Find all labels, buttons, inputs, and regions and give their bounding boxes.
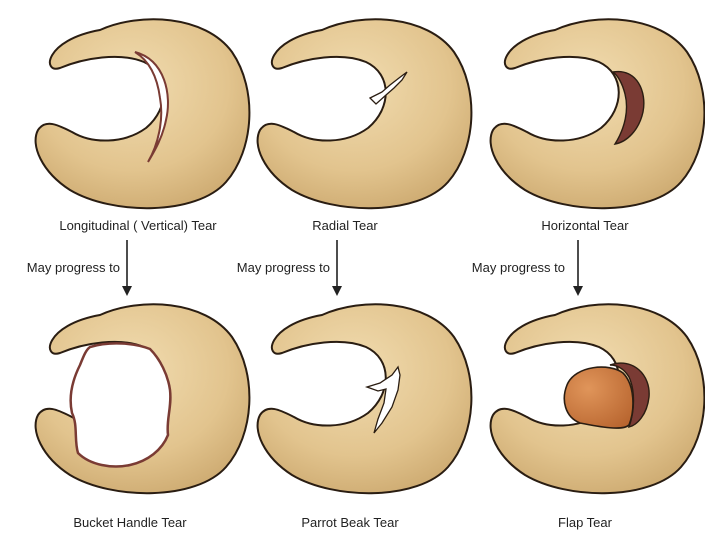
progress-label-radial: May progress to [237,260,330,275]
flap-tear-flap [563,366,634,429]
meniscus-radial-tear [256,18,473,210]
meniscus-horizontal-tear [489,18,705,210]
radial-tear-mark [368,71,408,105]
parrot-beak-tear-mark [364,365,401,434]
meniscus-bucket-handle-tear [34,303,251,495]
bottom-label-bucket-handle: Bucket Handle Tear [73,515,187,530]
bottom-label-flap: Flap Tear [558,515,613,530]
meniscus-flap-tear [489,303,705,495]
progress-label-horizontal: May progress to [472,260,565,275]
flap-tear-base [609,362,650,428]
horizontal-tear-mark [611,70,645,145]
bottom-label-parrot-beak: Parrot Beak Tear [301,515,399,530]
top-label-longitudinal: Longitudinal ( Vertical) Tear [59,218,217,233]
meniscus-longitudinal-tear [34,18,251,210]
progress-arrow-radial [332,240,342,296]
top-label-horizontal: Horizontal Tear [541,218,629,233]
longitudinal-tear-mark [134,51,169,163]
progress-arrow-horizontal [573,240,583,296]
bucket-handle-tear-mark [69,342,172,468]
progress-label-longitudinal: May progress to [27,260,120,275]
top-label-radial: Radial Tear [312,218,378,233]
progress-arrow-longitudinal [122,240,132,296]
meniscus-parrot-beak-tear [256,303,473,495]
